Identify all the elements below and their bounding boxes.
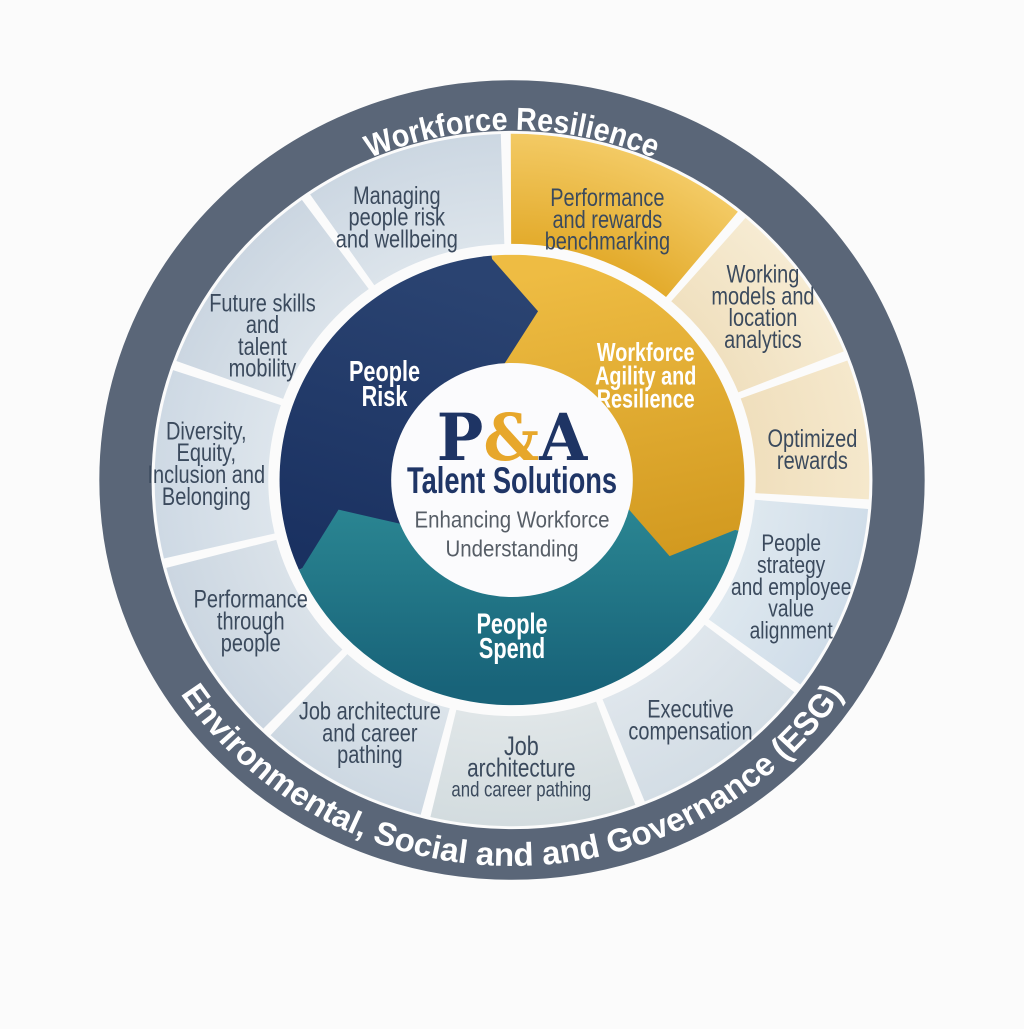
brand-logo: P&A bbox=[437, 400, 588, 475]
arrow-workforce-agility-resilience bbox=[624, 503, 740, 557]
segment-job-architecture-career-pathing-b bbox=[430, 701, 636, 827]
segment-working-models-location-analytics bbox=[671, 217, 844, 393]
arrow-people-spend bbox=[299, 509, 408, 572]
segment-future-skills-talent-mobility bbox=[176, 199, 369, 399]
segment-performance-rewards-benchmarking bbox=[510, 133, 738, 298]
hub-title: Talent Solutions bbox=[407, 460, 617, 501]
hub-circle bbox=[391, 362, 633, 598]
segment-executive-compensation bbox=[602, 624, 795, 802]
segment-optimized-rewards bbox=[740, 360, 870, 500]
segment-people-strategy-employee-value bbox=[708, 499, 869, 685]
segment-diversity-equity-inclusion-belonging bbox=[154, 370, 281, 559]
segment-managing-people-risk-wellbeing bbox=[310, 133, 505, 286]
segment-job-architecture-career-pathing-a bbox=[270, 654, 450, 815]
outer-ring bbox=[99, 80, 925, 880]
arrow-people-risk bbox=[489, 255, 539, 370]
segment-performance-through-people bbox=[166, 539, 343, 729]
